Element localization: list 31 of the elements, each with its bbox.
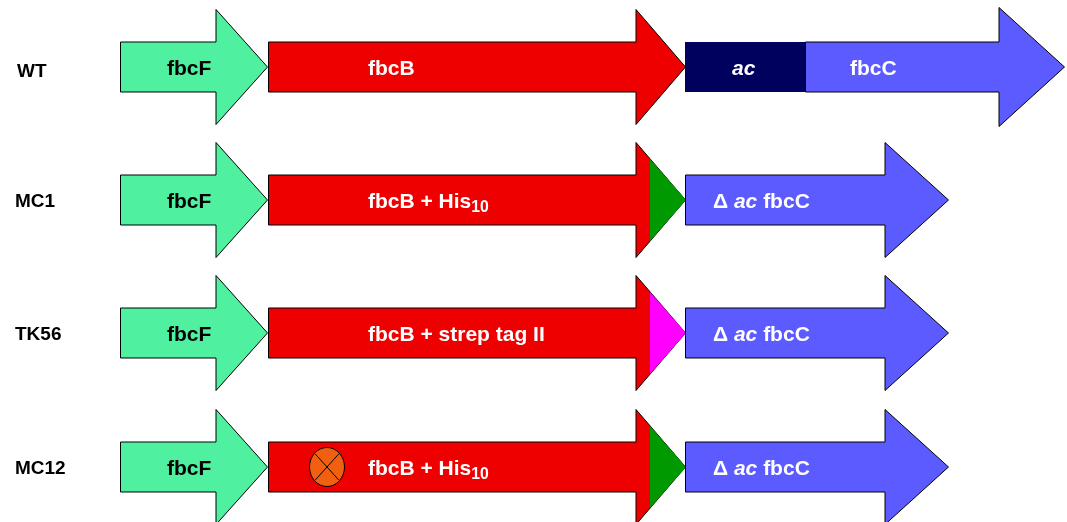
gene-block	[120, 142, 268, 258]
gene-label: fbcF	[167, 189, 212, 211]
gene-label: Δ ac fbcC	[713, 456, 810, 478]
gene-label: ac	[732, 56, 756, 78]
gene-block	[685, 275, 949, 391]
gene-block	[120, 275, 268, 391]
gene-label: fbcB + His$_{10}$	[368, 189, 489, 211]
gene-label: fbcF	[167, 456, 212, 478]
strain-label: WT	[17, 60, 47, 80]
strain-label: TK56	[15, 323, 62, 343]
mutation-circle	[309, 447, 345, 487]
gene-block	[805, 7, 1065, 127]
gene-label: fbcB + strep tag II	[368, 322, 545, 344]
gene-label: fbcC	[850, 56, 897, 78]
tag-triangle	[650, 426, 686, 508]
gene-block	[268, 9, 686, 125]
gene-label: fbcB + His$_{10}$	[368, 456, 489, 478]
gene-block	[685, 142, 949, 258]
gene-label: fbcB	[368, 56, 415, 78]
strain-label: MC12	[15, 457, 66, 477]
gene-block	[120, 409, 268, 522]
gene-label: Δ ac fbcC	[713, 189, 810, 211]
gene-label: fbcF	[167, 56, 212, 78]
gene-segment	[685, 42, 806, 92]
tag-triangle	[650, 159, 686, 241]
gene-block	[685, 409, 949, 522]
strain-label: MC1	[15, 190, 56, 210]
tag-triangle	[650, 292, 686, 374]
gene-label: fbcF	[167, 322, 212, 344]
gene-label: Δ ac fbcC	[713, 322, 810, 344]
gene-block	[120, 9, 268, 125]
